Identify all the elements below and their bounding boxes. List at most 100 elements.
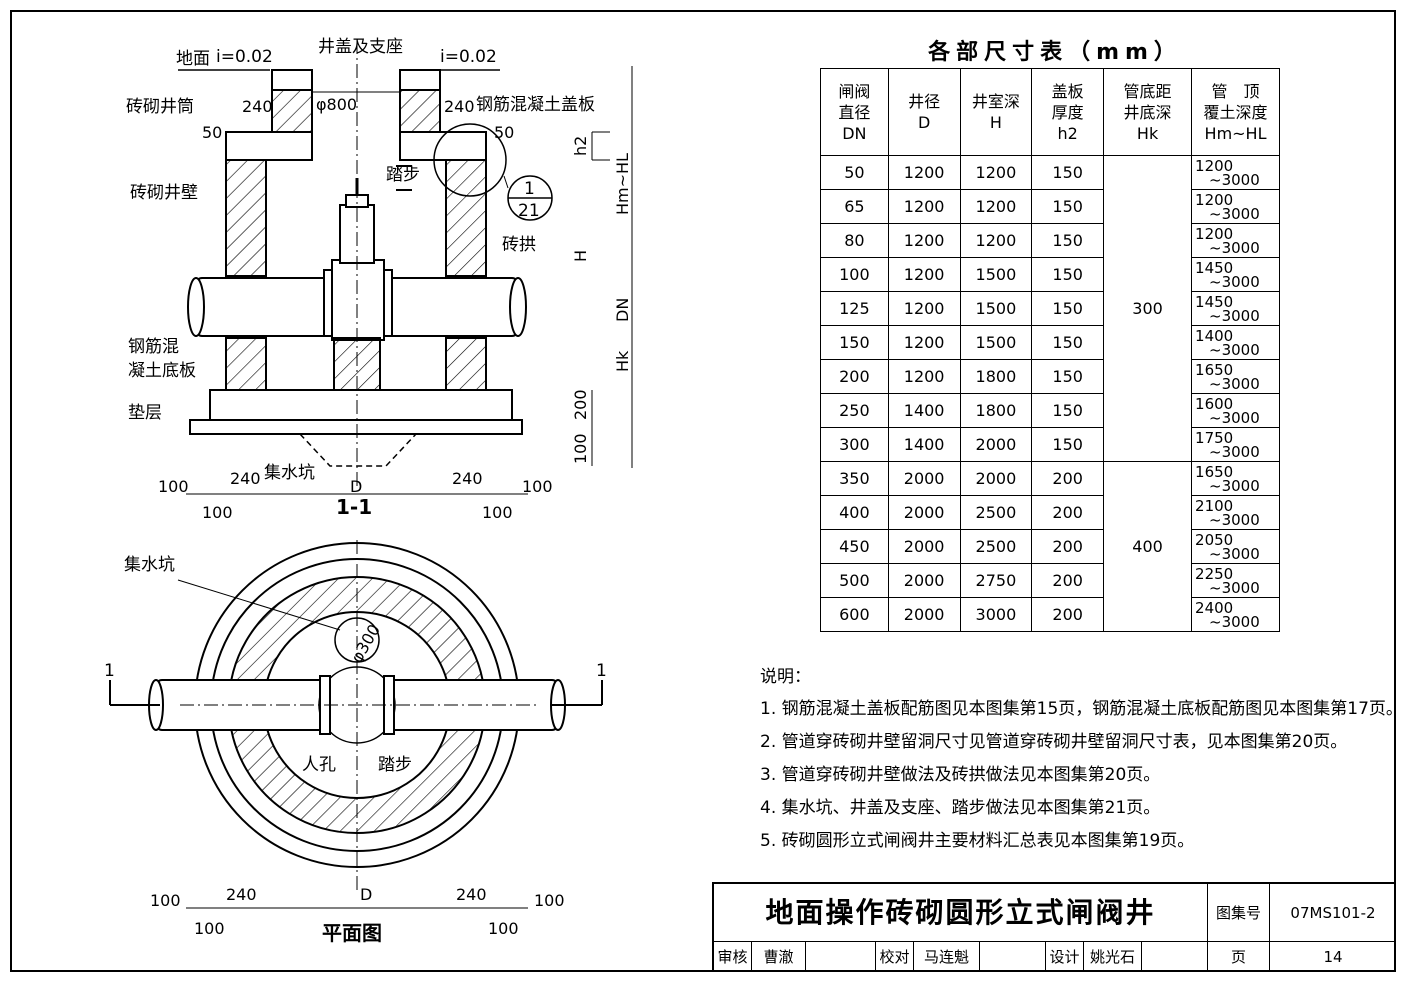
dim-b240b: 240 <box>452 469 483 488</box>
dim-b100a: 100 <box>158 477 189 496</box>
review-label: 审核 <box>714 942 752 972</box>
table-title: 各部尺寸表（mm） <box>928 40 1182 65</box>
plan-label-manhole: 人孔 <box>302 755 336 775</box>
dim-h2: h2 <box>571 136 590 156</box>
signature-row: 审核 曹澈 校对 马连魁 设计 姚光石 页 14 <box>714 942 1396 972</box>
dim-100-vertical: 100 <box>571 433 590 464</box>
note-item: 2. 管道穿砖砌井壁留洞尺寸见管道穿砖砌井壁留洞尺寸表，见本图集第20页。 <box>760 732 1348 752</box>
dim-b100b: 100 <box>522 477 553 496</box>
designer-signature <box>1142 942 1208 972</box>
page-label: 页 <box>1208 942 1270 972</box>
plan-dim-pD: D <box>360 885 372 904</box>
plan-dims: φ300 100 240 D 240 100 100 100 <box>150 621 565 938</box>
plan-dim-p240a: 240 <box>226 885 257 904</box>
section-dims: 240 φ800 240 50 50 h2 Hm~HL H DN Hk 200 … <box>158 95 632 522</box>
dim-bD: D <box>350 477 362 496</box>
dim-phi800: φ800 <box>316 95 357 114</box>
notes-title: 说明： <box>760 667 811 687</box>
reviewer-signature <box>806 942 876 972</box>
plan-labels: 集水坑 人孔 踏步 1 1 平面图 <box>104 555 607 945</box>
note-item: 1. 钢筋混凝土盖板配筋图见本图集第15页，钢筋混凝土底板配筋图见本图集第17页… <box>760 699 1403 719</box>
label-step: 踏步 <box>386 165 420 185</box>
check-label: 校对 <box>876 942 914 972</box>
dim-b100c: 100 <box>202 503 233 522</box>
label-sump: 集水坑 <box>264 463 315 483</box>
label-rc-base-1: 钢筋混 <box>128 337 179 357</box>
dim-50-right: 50 <box>494 123 514 142</box>
note-item: 3. 管道穿砖砌井壁做法及砖拱做法见本图集第20页。 <box>760 765 1161 785</box>
label-ref-num: 1 <box>524 179 535 199</box>
dim-b240a: 240 <box>230 469 261 488</box>
label-section-title: 1-1 <box>336 495 372 519</box>
plan-dim-p100d: 100 <box>488 919 519 938</box>
plan-label-step: 踏步 <box>378 755 412 775</box>
hk-group-1: 300 <box>1103 155 1193 462</box>
page-number: 14 <box>1323 948 1343 966</box>
plan-dim-p100a: 100 <box>150 891 181 910</box>
label-ground: 地面 <box>176 49 210 69</box>
plan-title: 平面图 <box>322 921 382 945</box>
atlas-number: 07MS101-2 <box>1270 884 1396 942</box>
plan-section-mark-right: 1 <box>596 661 607 681</box>
designer-name: 姚光石 <box>1084 942 1142 972</box>
label-ref-page: 21 <box>518 201 540 221</box>
dim-240-right: 240 <box>444 97 475 116</box>
design-label: 设计 <box>1046 942 1084 972</box>
atlas-label: 图集号 <box>1208 884 1270 942</box>
dim-DN: DN <box>613 298 632 322</box>
plan-dim-p240b: 240 <box>456 885 487 904</box>
section-labels: 地面 i=0.02 i=0.02 井盖及支座 砖砌井筒 钢筋混凝土盖板 砖砌井壁… <box>126 37 595 519</box>
checker-signature <box>980 942 1046 972</box>
drawing-canvas: 地面 i=0.02 i=0.02 井盖及支座 砖砌井筒 钢筋混凝土盖板 砖砌井壁… <box>104 37 633 945</box>
drawing-frame <box>10 10 1396 972</box>
label-cushion: 垫层 <box>128 403 162 423</box>
note-item: 4. 集水坑、井盖及支座、踏步做法见本图集第21页。 <box>760 798 1161 818</box>
dim-50-left: 50 <box>202 123 222 142</box>
dim-200: 200 <box>571 389 590 420</box>
label-rc-cover: 钢筋混凝土盖板 <box>476 95 595 115</box>
dim-H: H <box>571 250 590 262</box>
hk-group-2: 400 <box>1103 461 1193 632</box>
plan-section-mark-left: 1 <box>104 661 115 681</box>
label-slope-left: i=0.02 <box>216 47 273 67</box>
plan-label-sump: 集水坑 <box>124 555 175 575</box>
label-brick-shaft: 砖砌井筒 <box>126 97 194 117</box>
note-item: 5. 砖砌圆形立式闸阀井主要材料汇总表见本图集第19页。 <box>760 831 1195 851</box>
dim-Hk: Hk <box>613 350 632 372</box>
checker-name: 马连魁 <box>914 942 980 972</box>
title-block: 地面操作砖砌圆形立式闸阀井 图集号 07MS101-2 审核 曹澈 校对 马连魁… <box>712 882 1396 972</box>
drawing-title: 地面操作砖砌圆形立式闸阀井 <box>714 884 1208 942</box>
plan-dim-p100c: 100 <box>194 919 225 938</box>
label-cover-seat: 井盖及支座 <box>318 37 403 57</box>
dim-b100d: 100 <box>482 503 513 522</box>
dim-hm-hl: Hm~HL <box>613 153 632 215</box>
reviewer-name: 曹澈 <box>752 942 806 972</box>
plan-view <box>109 540 603 909</box>
label-brick-wall: 砖砌井壁 <box>130 183 198 203</box>
notes-section: 说明： 1. 钢筋混凝土盖板配筋图见本图集第15页，钢筋混凝土底板配筋图见本图集… <box>760 662 1403 858</box>
label-slope-right: i=0.02 <box>440 47 497 67</box>
label-rc-base-2: 凝土底板 <box>128 361 196 381</box>
section-view <box>178 40 633 495</box>
dim-240-left: 240 <box>242 97 273 116</box>
